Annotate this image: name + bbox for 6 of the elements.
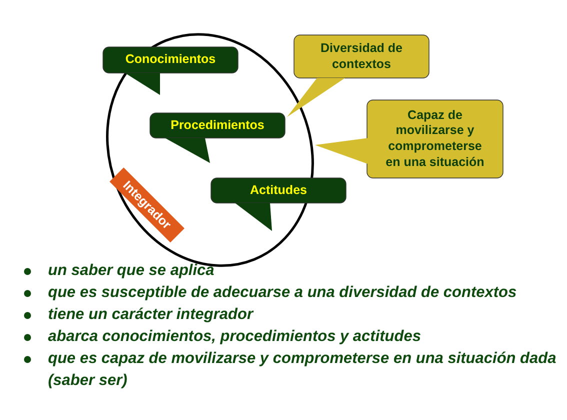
bullet-text: tiene un carácter integrador bbox=[48, 306, 254, 323]
bullet-text: abarca conocimientos, procedimientos y actitudes bbox=[48, 328, 421, 345]
bullet-text: que es capaz de movilizarse y comprometerse en una situación dada (saber ser) bbox=[48, 350, 556, 389]
bullet-text: que es susceptible de adecuarse a una diversidad de contextos bbox=[48, 284, 517, 301]
bullet-text: un saber que se aplica bbox=[48, 262, 214, 279]
speech-bubble: Actitudes bbox=[211, 178, 346, 231]
